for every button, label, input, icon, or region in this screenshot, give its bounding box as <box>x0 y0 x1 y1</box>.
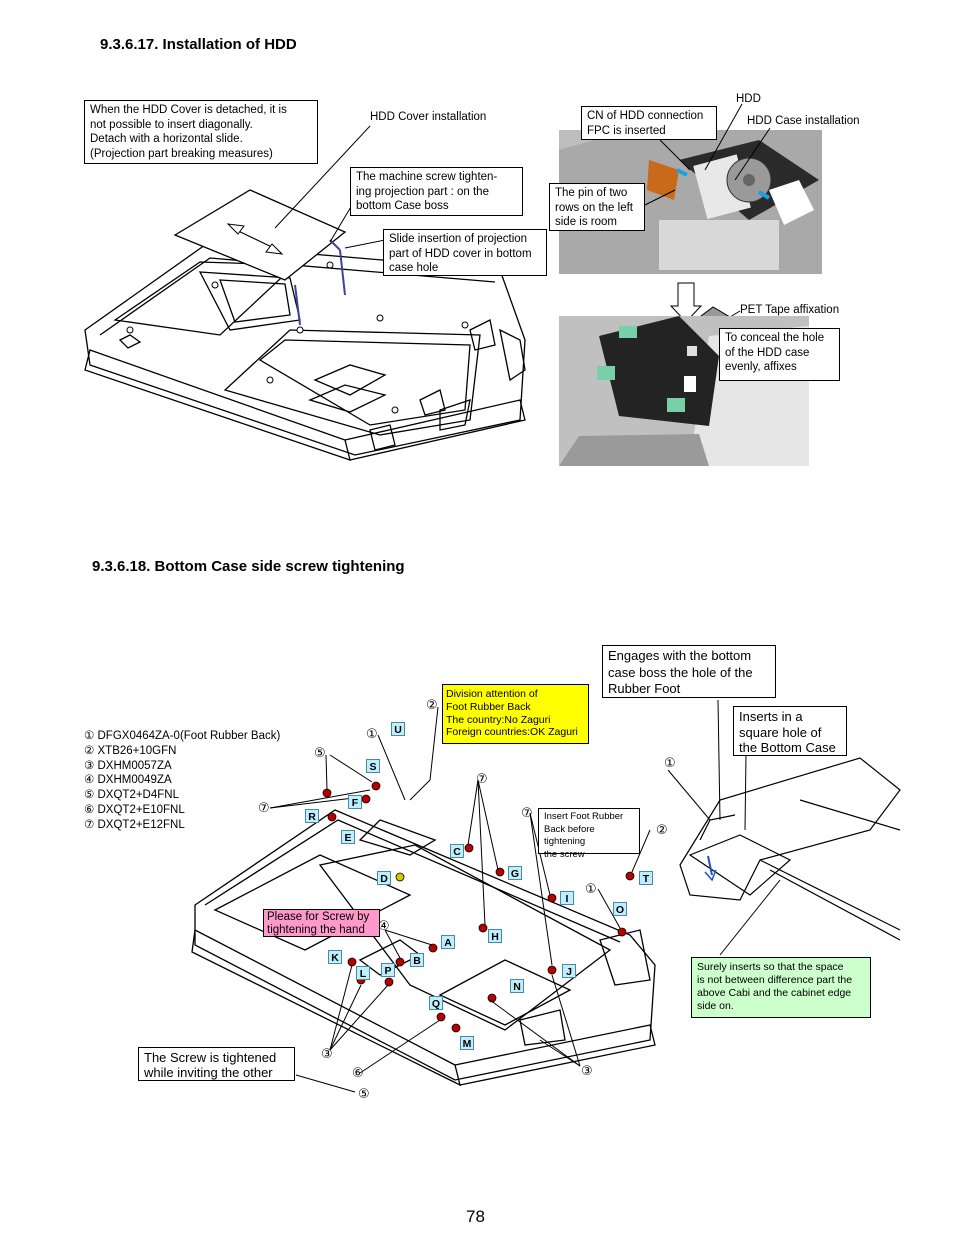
tag-t: T <box>639 871 653 885</box>
marker-3-b: ③ <box>581 1063 593 1078</box>
label-hdd-cover-installation: HDD Cover installation <box>370 111 487 123</box>
tag-c: C <box>450 844 464 858</box>
marker-1-a: ① <box>366 726 378 741</box>
label-hdd: HDD <box>736 93 761 105</box>
marker-6: ⑥ <box>352 1065 364 1080</box>
note-conceal-hole: To conceal the hole of the HDD case even… <box>719 328 840 381</box>
note-surely-inserts: Surely inserts so that the space is not … <box>691 957 871 1018</box>
marker-2-a: ② <box>426 697 438 712</box>
tag-l: L <box>356 966 370 980</box>
marker-1-b: ① <box>585 881 597 896</box>
part-3: ③ DXHM0057ZA <box>84 759 172 772</box>
part-7: ⑦ DXQT2+E12FNL <box>84 818 185 831</box>
note-engages-rubber-foot: Engages with the bottom case boss the ho… <box>602 645 776 698</box>
tag-g: G <box>508 866 522 880</box>
tag-k: K <box>328 950 342 964</box>
part-4: ④ DXHM0049ZA <box>84 774 172 787</box>
part-2: ② XTB26+10GFN <box>84 744 177 757</box>
marker-7-c: ⑦ <box>521 805 533 820</box>
part-6: ⑥ DXQT2+E10FNL <box>84 803 185 816</box>
tag-s: S <box>366 759 380 773</box>
tag-o: O <box>613 902 627 916</box>
note-screw-by-hand: Please for Screw by tightening the hand <box>263 909 380 937</box>
tag-h: H <box>488 929 502 943</box>
section-title-hdd-installation: 9.3.6.17. Installation of HDD <box>100 36 297 53</box>
marker-3-a: ③ <box>321 1046 333 1061</box>
marker-4: ④ <box>378 918 390 933</box>
marker-7-b: ⑦ <box>476 771 488 786</box>
tag-q: Q <box>429 996 443 1010</box>
tag-p: P <box>381 963 395 977</box>
part-1: ① DFGX0464ZA-0(Foot Rubber Back) <box>84 730 281 742</box>
label-pet-tape-affixation: PET Tape affixation <box>740 304 840 316</box>
note-machine-screw-projection: The machine screw tighten- ing projectio… <box>350 167 523 216</box>
tag-i: I <box>560 891 574 905</box>
note-slide-insertion: Slide insertion of projection part of HD… <box>383 229 547 276</box>
note-division-attention: Division attention of Foot Rubber Back T… <box>442 684 589 744</box>
tag-r: R <box>305 809 319 823</box>
marker-7-a: ⑦ <box>258 800 270 815</box>
page-number: 78 <box>466 1207 485 1226</box>
parts-list: ① DFGX0464ZA-0(Foot Rubber Back) ② XTB26… <box>84 729 280 833</box>
tag-m: M <box>460 1036 474 1050</box>
note-insert-foot-rubber: Insert Foot Rubber Back before tightenin… <box>538 808 640 860</box>
tag-d: D <box>377 871 391 885</box>
tag-f: F <box>348 795 362 809</box>
tag-e: E <box>341 830 355 844</box>
note-detach-horizontal: When the HDD Cover is detached, it is no… <box>84 100 318 164</box>
marker-5-a: ⑤ <box>314 745 326 760</box>
tag-j: J <box>562 964 576 978</box>
marker-1-c: ① <box>664 755 676 770</box>
tag-a: A <box>441 935 455 949</box>
part-5: ⑤ DXQT2+D4FNL <box>84 789 179 802</box>
marker-2-b: ② <box>656 822 668 837</box>
marker-5-b: ⑤ <box>358 1086 370 1101</box>
tag-u: U <box>391 722 405 736</box>
note-inserts-square-hole: Inserts in a square hole of the Bottom C… <box>733 706 847 756</box>
label-hdd-case-installation: HDD Case installation <box>747 115 860 127</box>
note-screw-tightened: The Screw is tightened while inviting th… <box>138 1047 295 1081</box>
note-pin-two-rows: The pin of two rows on the left side is … <box>549 183 645 231</box>
tag-b: B <box>410 953 424 967</box>
section-title-bottom-case-screw: 9.3.6.18. Bottom Case side screw tighten… <box>92 558 405 575</box>
tag-n: N <box>510 979 524 993</box>
